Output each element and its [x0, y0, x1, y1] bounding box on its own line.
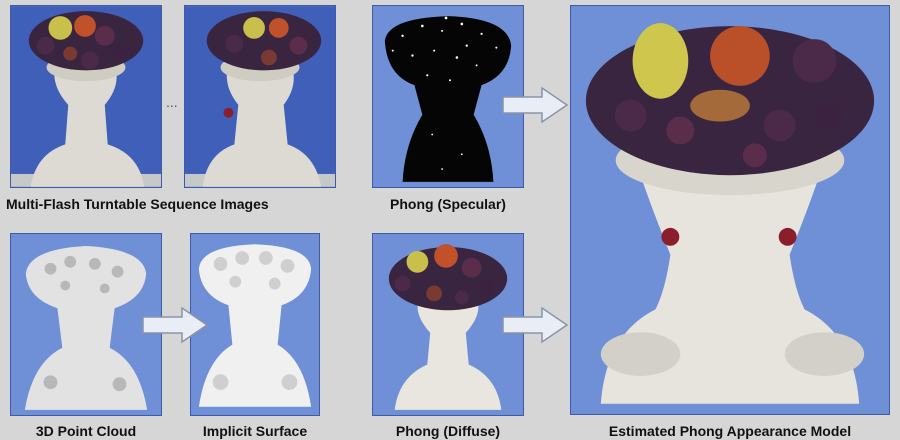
sequence-ellipsis: ... — [166, 94, 178, 110]
caption-implicit: Implicit Surface — [180, 423, 330, 439]
estimated-appearance-render — [571, 6, 889, 414]
caption-multi-flash: Multi-Flash Turntable Sequence Images — [6, 196, 269, 212]
bust-with-fruit-photo — [11, 6, 161, 187]
arrow-diffuse-to-estimated-icon — [500, 305, 570, 345]
point-cloud-render — [11, 234, 161, 415]
implicit-surface-render — [191, 234, 319, 415]
arrow-pointcloud-to-implicit-icon — [140, 305, 210, 345]
caption-diffuse: Phong (Diffuse) — [372, 423, 524, 439]
caption-specular: Phong (Specular) — [372, 196, 524, 212]
bust-with-fruit-rotated-photo — [185, 6, 335, 187]
caption-point-cloud: 3D Point Cloud — [10, 423, 162, 439]
estimated-model-image — [570, 5, 890, 415]
turntable-image-2 — [184, 5, 336, 188]
caption-estimated: Estimated Phong Appearance Model — [570, 423, 890, 439]
arrow-specular-to-estimated-icon — [500, 85, 570, 125]
turntable-image-1 — [10, 5, 162, 188]
